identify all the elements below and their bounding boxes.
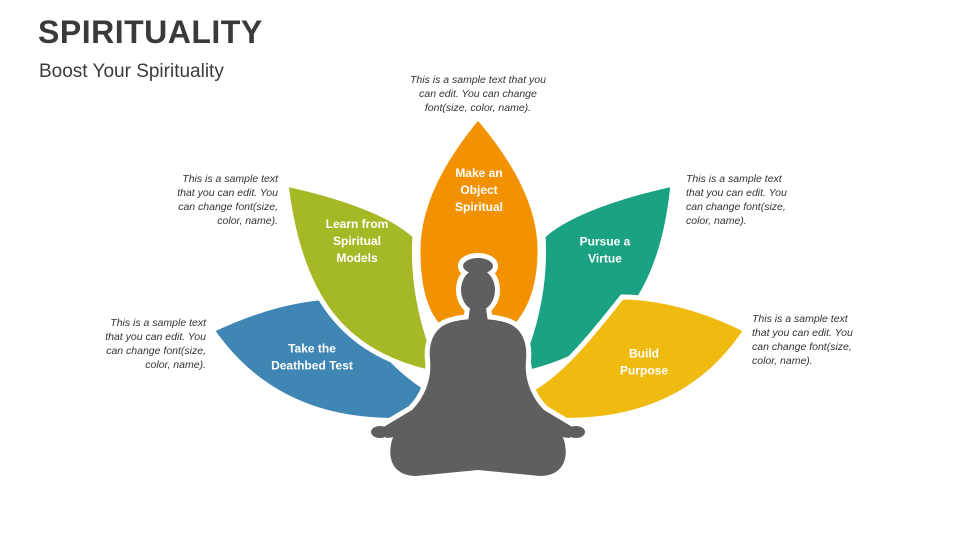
petal-label-line: Learn from (326, 217, 389, 231)
petal-label-line: Take the (288, 342, 336, 356)
note-make-object-spiritual: This is a sample text that you can edit.… (410, 74, 546, 114)
petal-label-line: Purpose (620, 364, 668, 378)
note-pursue-virtue: This is a sample text that you can edit.… (686, 173, 787, 227)
petal-label-line: Object (460, 183, 497, 197)
petal-label-line: Make an (455, 166, 502, 180)
petal-learn-spiritual-models[interactable] (283, 180, 435, 376)
petal-label-line: Build (629, 347, 659, 361)
petal-label-line: Models (336, 251, 378, 265)
note-take-deathbed-test: This is a sample text that you can edit.… (105, 317, 206, 371)
note-build-purpose: This is a sample text that you can edit.… (752, 313, 853, 367)
petal-label-line: Spiritual (455, 200, 503, 214)
petal-label-pursue-virtue: Pursue a Virtue (580, 235, 631, 266)
note-learn-spiritual-models: This is a sample text that you can edit.… (177, 173, 278, 227)
petal-label-line: Spiritual (333, 234, 381, 248)
petal-label-line: Pursue a (580, 235, 631, 249)
page-title: SPIRITUALITY (38, 14, 263, 50)
petal-label-line: Virtue (588, 252, 622, 266)
petal-label-line: Deathbed Test (271, 359, 353, 373)
page-subtitle: Boost Your Spirituality (39, 61, 224, 82)
petal-pursue-virtue[interactable] (523, 180, 676, 376)
meditation-figure-icon (371, 253, 585, 481)
